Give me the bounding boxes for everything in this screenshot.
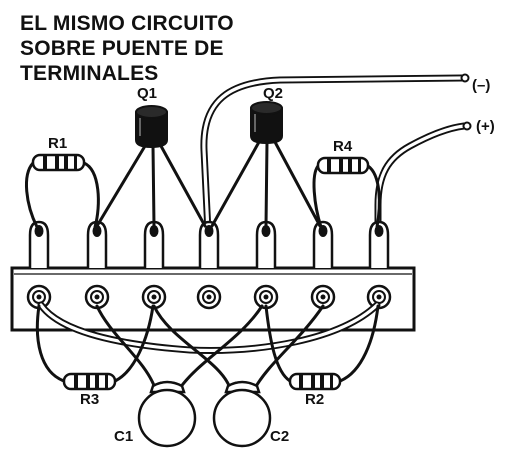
q2-label: Q2: [263, 85, 283, 102]
terminal-lug-6: [312, 220, 334, 268]
screw-terminal-1: [26, 284, 52, 310]
terminal-lug-4: [198, 220, 220, 268]
negative-terminal-label: (–): [472, 77, 490, 94]
screw-terminals: [26, 284, 392, 310]
negative-supply-cable: [200, 74, 466, 236]
r2-label: R2: [305, 391, 324, 408]
terminal-lugs: [28, 220, 390, 268]
r4-label: R4: [333, 138, 353, 155]
positive-cable-end: [462, 121, 472, 131]
r3-label: R3: [80, 391, 99, 408]
terminal-lug-3: [143, 220, 165, 268]
lower-bus-cable: [37, 301, 381, 354]
transistor-q1: [95, 105, 207, 228]
resistor-r3: [35, 304, 155, 391]
resistor-r4: [312, 156, 381, 229]
negative-cable-end: [460, 73, 470, 83]
screw-terminal-4: [196, 284, 222, 310]
transistor-q2: [210, 101, 322, 228]
terminal-lug-7: [368, 220, 390, 268]
c2-label: C2: [270, 428, 289, 445]
terminal-lug-5: [255, 220, 277, 268]
title-line-1: EL MISMO CIRCUITO: [20, 12, 234, 35]
screw-terminal-7: [366, 284, 392, 310]
positive-terminal-label: (+): [476, 118, 495, 135]
capacitor-c1: [95, 304, 264, 448]
terminal-lug-1: [28, 220, 50, 268]
c1-label: C1: [114, 428, 133, 445]
capacitor-c2: [152, 304, 325, 448]
title-line-2: SOBRE PUENTE DE: [20, 37, 224, 60]
title-line-3: TERMINALES: [20, 62, 159, 85]
screw-terminal-2: [84, 284, 110, 310]
terminal-lug-2: [86, 220, 108, 268]
q1-label: Q1: [137, 85, 157, 102]
resistor-r1: [25, 153, 100, 229]
r1-label: R1: [48, 135, 67, 152]
resistor-r2: [264, 304, 380, 391]
diagram-title: EL MISMO CIRCUITO SOBRE PUENTE DE TERMIN…: [20, 12, 234, 85]
